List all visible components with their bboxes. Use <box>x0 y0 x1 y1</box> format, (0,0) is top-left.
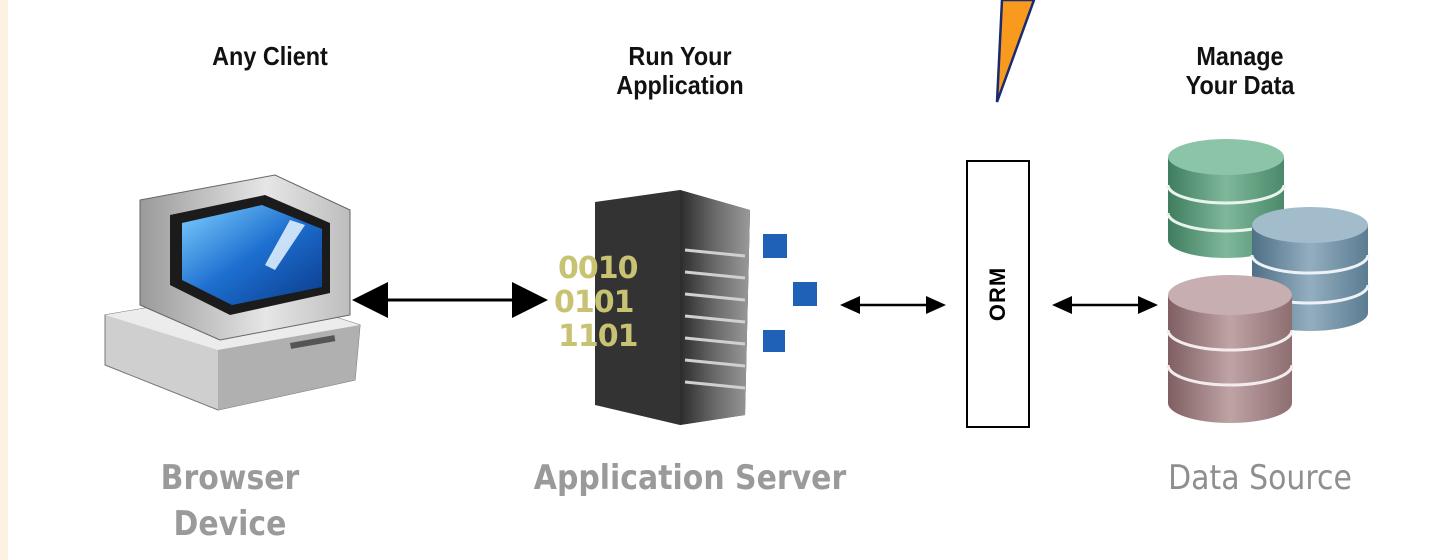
orm-box: ORM <box>966 160 1030 428</box>
data-caption: Data Source <box>1128 455 1392 501</box>
binary-row: 0010 <box>558 251 638 286</box>
callout-pointer <box>995 0 1036 103</box>
server-icon <box>595 190 817 425</box>
orm-data-arrow <box>1052 296 1158 314</box>
data-caption-line-1: Data Source <box>1168 458 1352 498</box>
client-caption: Browser Device <box>133 455 327 547</box>
data-title-line-2: Your Data <box>1185 70 1295 100</box>
app-caption: Application Server <box>496 455 883 501</box>
client-title-line-1: Any Client <box>212 41 328 71</box>
client-server-arrow <box>352 282 548 318</box>
binary-row: 0101 <box>554 285 634 320</box>
client-caption-line-1: Browser <box>160 458 300 498</box>
data-title: Manage Your Data <box>1141 42 1339 100</box>
binary-digits: 0010 0101 1101 <box>552 252 638 354</box>
app-title: Run Your Application <box>572 42 788 100</box>
client-caption-line-2: Device <box>173 504 287 544</box>
binary-row: 1101 <box>558 319 638 354</box>
client-title: Any Client <box>153 42 387 71</box>
server-orm-arrow <box>840 296 946 314</box>
app-title-line-2: Application <box>616 70 744 100</box>
computer-icon <box>104 174 361 411</box>
app-title-line-1: Run Your <box>628 41 732 71</box>
database-mauve-icon <box>1166 275 1294 423</box>
orm-label: ORM <box>985 266 1010 322</box>
database-stack-icon <box>1166 139 1370 423</box>
data-title-line-1: Manage <box>1196 41 1284 71</box>
app-caption-line-1: Application Server <box>533 458 847 498</box>
